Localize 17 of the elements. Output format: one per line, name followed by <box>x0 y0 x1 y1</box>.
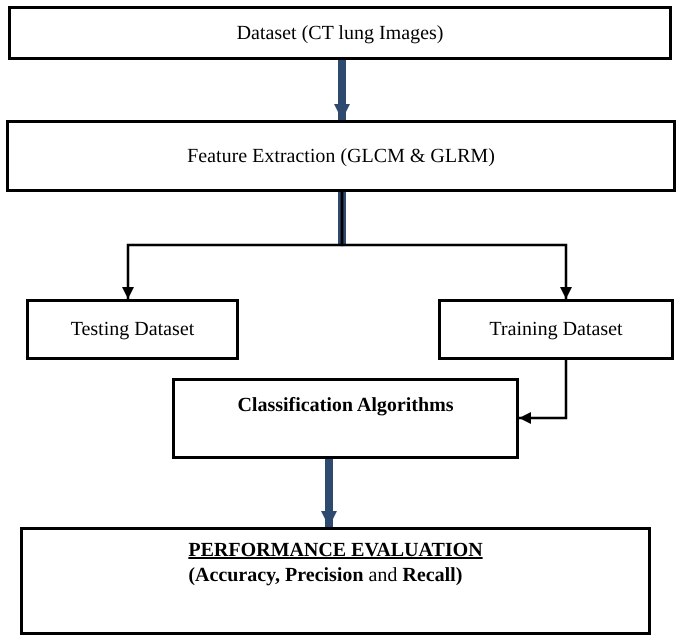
arrow <box>519 360 568 424</box>
arrow <box>340 192 572 299</box>
arrow <box>321 459 337 527</box>
box-heading: PERFORMANCE EVALUATION <box>188 538 483 563</box>
process-box <box>172 378 519 459</box>
process-box <box>8 6 672 60</box>
process-box <box>6 120 676 192</box>
box-label: Training Dataset <box>489 317 623 342</box>
box-label: Dataset (CT lung Images) <box>236 20 444 46</box>
process-box <box>438 299 674 360</box>
process-box <box>20 527 651 635</box>
box-label: Testing Dataset <box>70 317 194 342</box>
box-label: Feature Extraction (GLCM & GLRM) <box>187 144 495 168</box>
box-label: Classification Algorithms <box>237 393 454 418</box>
box-text: (Accuracy, Precision and Recall) <box>188 563 464 588</box>
arrow <box>334 60 350 120</box>
process-box <box>26 299 239 360</box>
